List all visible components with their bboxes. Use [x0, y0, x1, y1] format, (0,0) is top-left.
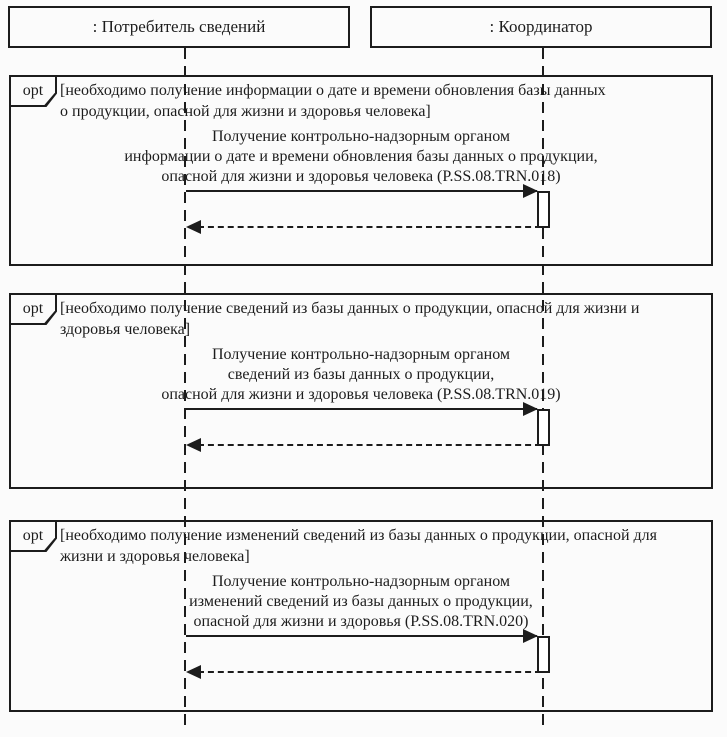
- lifeline-consumer: [184, 48, 186, 732]
- guard-line: [необходимо получение информации о дате …: [60, 82, 606, 99]
- call-arrow: [186, 190, 537, 192]
- activation-bar: [537, 409, 550, 446]
- message-line: Получение контрольно-надзорным органом: [211, 573, 511, 590]
- guard-condition: [необходимо получение сведений из базы д…: [60, 298, 695, 340]
- message-line: информации о дате и времени обновления б…: [124, 148, 598, 165]
- guard-line: здоровья человека]: [60, 321, 191, 338]
- guard-line: о продукции, опасной для жизни и здоровь…: [60, 103, 431, 120]
- message-line: Получение контрольно-надзорным органом: [211, 346, 511, 363]
- message-line: изменений сведений из базы данных о прод…: [189, 593, 533, 610]
- opt-operator-label: opt: [11, 295, 55, 323]
- opt-operator-label: opt: [11, 522, 55, 550]
- arrowhead-left-icon: [186, 665, 201, 679]
- return-arrow: [198, 671, 541, 673]
- actor-consumer-box: : Потребитель сведений: [8, 6, 350, 48]
- message-label: Получение контрольно-надзорным органом с…: [86, 345, 636, 405]
- guard-line: [необходимо получение сведений из базы д…: [60, 300, 640, 317]
- arrowhead-right-icon: [523, 629, 538, 643]
- return-arrow: [198, 226, 541, 228]
- opt-operator-label: opt: [11, 77, 55, 105]
- actor-coordinator-label: : Координатор: [489, 17, 593, 36]
- guard-condition: [необходимо получение изменений сведений…: [60, 525, 695, 567]
- message-line: опасной для жизни и здоровья (P.SS.08.TR…: [193, 613, 529, 630]
- activation-bar: [537, 191, 550, 228]
- guard-condition: [необходимо получение информации о дате …: [60, 80, 695, 122]
- call-arrow: [186, 635, 537, 637]
- return-arrow: [198, 444, 541, 446]
- arrowhead-right-icon: [523, 402, 538, 416]
- message-line: опасной для жизни и здоровья человека (P…: [161, 386, 561, 403]
- message-line: Получение контрольно-надзорным органом: [211, 128, 511, 145]
- opt-fragment-1: opt [необходимо получение информации о д…: [9, 75, 713, 266]
- lifeline-coordinator: [542, 48, 544, 732]
- actor-coordinator-box: : Координатор: [370, 6, 712, 48]
- opt-operator-badge: opt: [9, 293, 57, 325]
- message-line: сведений из базы данных о продукции,: [227, 366, 495, 383]
- guard-line: жизни и здоровья человека]: [60, 548, 250, 565]
- call-arrow: [186, 408, 537, 410]
- opt-operator-badge: opt: [9, 75, 57, 107]
- guard-line: [необходимо получение изменений сведений…: [60, 527, 657, 544]
- message-label: Получение контрольно-надзорным органом и…: [86, 127, 636, 187]
- opt-operator-badge: opt: [9, 520, 57, 552]
- activation-bar: [537, 636, 550, 673]
- arrowhead-left-icon: [186, 220, 201, 234]
- actor-consumer-label: : Потребитель сведений: [92, 17, 266, 36]
- opt-fragment-3: opt [необходимо получение изменений свед…: [9, 520, 713, 712]
- opt-fragment-2: opt [необходимо получение сведений из ба…: [9, 293, 713, 489]
- arrowhead-right-icon: [523, 184, 538, 198]
- message-label: Получение контрольно-надзорным органом и…: [86, 572, 636, 632]
- arrowhead-left-icon: [186, 438, 201, 452]
- message-line: опасной для жизни и здоровья человека (P…: [161, 168, 561, 185]
